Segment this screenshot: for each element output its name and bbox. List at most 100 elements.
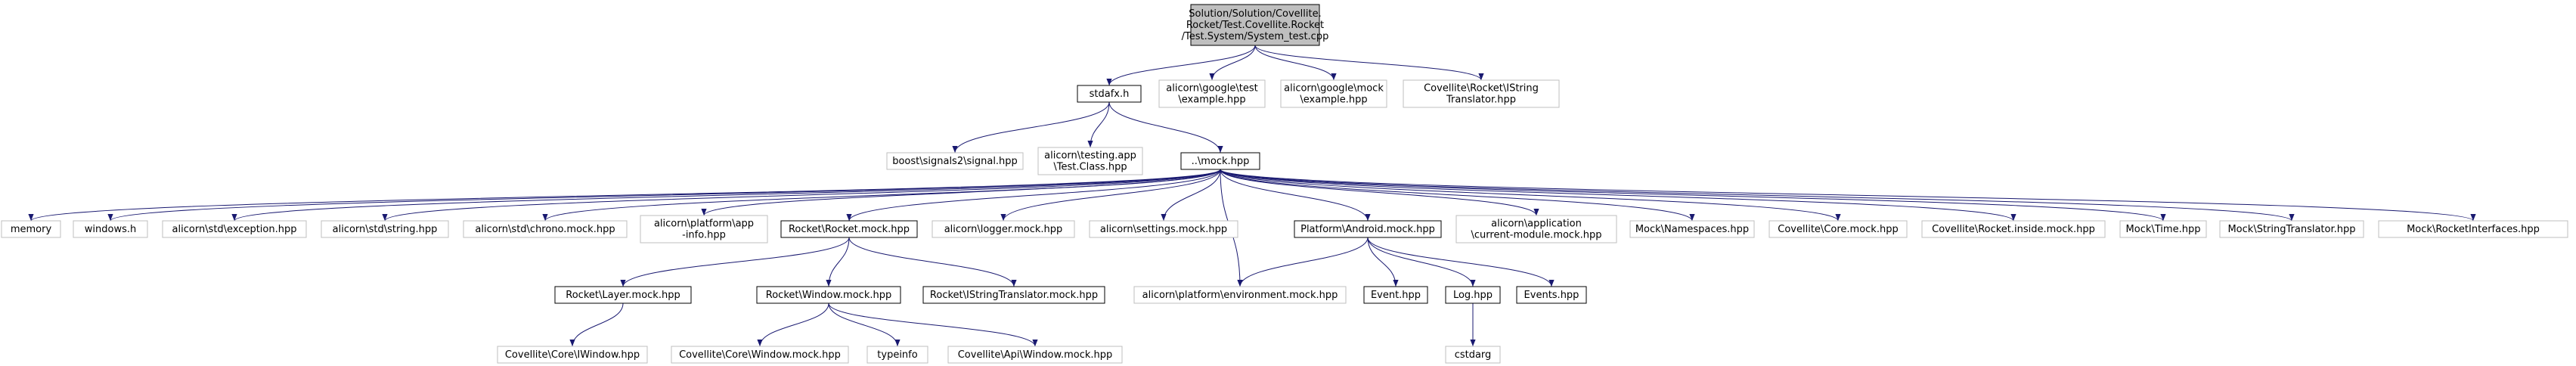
node-rinside[interactable]: Covellite\Rocket.inside.mock.hpp: [1921, 220, 2106, 238]
node-label: Mock\Namespaces.hpp: [1635, 224, 1749, 235]
edge-android-to-event: [1367, 237, 1399, 287]
node-label: \Test.Class.hpp: [1053, 162, 1127, 173]
edge-android-to-events: [1367, 237, 1555, 287]
node-typeinfo[interactable]: typeinfo: [866, 346, 928, 364]
node-box: [886, 152, 1024, 170]
node-label: alicorn\platform\app: [654, 219, 754, 230]
node-box: [1280, 79, 1387, 108]
node-box: [1180, 152, 1260, 170]
node-label: windows.h: [85, 224, 136, 235]
node-coremock[interactable]: Covellite\Core.mock.hpp: [1768, 220, 1908, 238]
node-mockhpp[interactable]: ..\mock.hpp: [1180, 152, 1260, 170]
edge-root-to-g_mock: [1254, 45, 1337, 81]
node-label: Mock\Time.hpp: [2126, 224, 2201, 235]
node-box: [1768, 220, 1908, 238]
node-label: alicorn\testing.app: [1044, 150, 1136, 162]
node-chrono[interactable]: alicorn\std\chrono.mock.hpp: [463, 220, 628, 238]
edge-android-to-log: [1367, 237, 1476, 287]
node-label: \example.hpp: [1178, 95, 1245, 106]
node-android[interactable]: Platform\Android.mock.hpp: [1294, 220, 1442, 238]
node-logger[interactable]: alicorn\logger.mock.hpp: [932, 220, 1075, 238]
node-label: Rocket\IStringTranslator.mock.hpp: [930, 290, 1098, 301]
node-windows[interactable]: windows.h: [73, 220, 148, 238]
edge-stdafx-to-testclass: [1087, 101, 1110, 148]
node-g_mock[interactable]: alicorn\google\mock\example.hpp: [1280, 79, 1387, 108]
node-label: alicorn\logger.mock.hpp: [944, 224, 1063, 235]
node-label: \current-module.mock.hpp: [1471, 230, 1602, 241]
node-namespaces[interactable]: Mock\Namespaces.hpp: [1629, 220, 1755, 238]
node-label: alicorn\std\chrono.mock.hpp: [475, 224, 615, 235]
edge-window-to-corewindow: [757, 302, 829, 347]
node-label: Covellite\Core.mock.hpp: [1778, 224, 1898, 235]
node-box: [1, 220, 61, 238]
node-box: [1077, 85, 1142, 103]
node-settings[interactable]: alicorn\settings.mock.hpp: [1089, 220, 1238, 238]
node-label: alicorn\platform\environment.mock.hpp: [1142, 290, 1338, 301]
edge-root-to-g_test: [1209, 45, 1256, 81]
node-label: Platform\Android.mock.hpp: [1300, 224, 1435, 235]
node-rinterfaces[interactable]: Mock\RocketInterfaces.hpp: [2378, 220, 2568, 238]
node-iwindow[interactable]: Covellite\Core\IWindow.hpp: [497, 346, 648, 364]
node-g_test[interactable]: alicorn\google\test\example.hpp: [1158, 79, 1266, 108]
node-box: [321, 220, 449, 238]
node-label: Covellite\Rocket\IString: [1424, 83, 1539, 95]
node-envmock[interactable]: alicorn\platform\environment.mock.hpp: [1133, 286, 1347, 304]
node-boost[interactable]: boost\signals2\signal.hpp: [886, 152, 1024, 170]
node-box: [866, 346, 928, 364]
node-strtrans[interactable]: Mock\StringTranslator.hpp: [2219, 220, 2364, 238]
edge-rocketmock-to-istrmock: [848, 237, 1017, 287]
edge-window-to-typeinfo: [828, 302, 901, 347]
edge-mockhpp-to-exception: [231, 169, 1221, 222]
edge-root-to-stdafx: [1106, 45, 1256, 86]
node-apiwindow[interactable]: Covellite\Api\Window.mock.hpp: [947, 346, 1123, 364]
node-box: [1516, 286, 1587, 304]
node-time[interactable]: Mock\Time.hpp: [2119, 220, 2207, 238]
node-testclass[interactable]: alicorn\testing.app\Test.Class.hpp: [1037, 147, 1143, 175]
node-corewindow[interactable]: Covellite\Core\Window.mock.hpp: [671, 346, 849, 364]
node-cstdarg[interactable]: cstdarg: [1445, 346, 1501, 364]
node-box: [1921, 220, 2106, 238]
node-label: Translator.hpp: [1446, 95, 1516, 106]
node-appinfo[interactable]: alicorn\platform\app-info.hpp: [640, 215, 768, 243]
node-root[interactable]: Solution/Solution/Covellite.Rocket/Test.…: [1182, 4, 1329, 46]
node-box: [73, 220, 148, 238]
node-label: Rocket\Layer.mock.hpp: [566, 290, 680, 301]
node-events[interactable]: Events.hpp: [1516, 286, 1587, 304]
node-label: Rocket\Rocket.mock.hpp: [789, 224, 910, 235]
node-label: Rocket\Window.mock.hpp: [766, 290, 891, 301]
node-log[interactable]: Log.hpp: [1445, 286, 1501, 304]
node-stdafx[interactable]: stdafx.h: [1077, 85, 1142, 103]
edge-window-to-apiwindow: [828, 302, 1038, 347]
edge-mockhpp-to-string: [382, 169, 1221, 222]
node-string[interactable]: alicorn\std\string.hpp: [321, 220, 449, 238]
edge-stdafx-to-boost: [952, 101, 1110, 154]
edge-root-to-istr: [1254, 45, 1484, 81]
node-label: memory: [11, 224, 52, 235]
node-label: -info.hpp: [682, 230, 726, 241]
node-exception[interactable]: alicorn\std\exception.hpp: [162, 220, 307, 238]
edge-mockhpp-to-memory: [28, 169, 1221, 222]
node-memory[interactable]: memory: [1, 220, 61, 238]
edges-layer: [28, 45, 2476, 347]
node-window[interactable]: Rocket\Window.mock.hpp: [756, 286, 901, 304]
node-istr[interactable]: Covellite\Rocket\IStringTranslator.hpp: [1403, 79, 1560, 108]
node-label: Solution/Solution/Covellite.: [1189, 8, 1321, 20]
node-label: Mock\RocketInterfaces.hpp: [2407, 224, 2540, 235]
node-label: Covellite\Core\Window.mock.hpp: [679, 349, 841, 361]
node-box: [2378, 220, 2568, 238]
node-event[interactable]: Event.hpp: [1363, 286, 1428, 304]
node-box: [922, 286, 1105, 304]
edge-mockhpp-to-namespaces: [1220, 169, 1695, 222]
node-label: /Test.System/System_test.cpp: [1182, 31, 1329, 42]
edge-layer-to-iwindow: [569, 302, 624, 347]
edge-mockhpp-to-windows: [107, 169, 1221, 222]
edge-rocketmock-to-layer: [620, 237, 850, 287]
edge-rocketmock-to-window: [826, 237, 850, 287]
node-label: alicorn\google\mock: [1284, 83, 1384, 95]
edge-mockhpp-to-android: [1220, 169, 1371, 222]
node-rocketmock[interactable]: Rocket\Rocket.mock.hpp: [780, 220, 918, 238]
node-box: [1133, 286, 1347, 304]
node-istrmock[interactable]: Rocket\IStringTranslator.mock.hpp: [922, 286, 1105, 304]
node-curmodule[interactable]: alicorn\application\current-module.mock.…: [1455, 215, 1617, 243]
node-layer[interactable]: Rocket\Layer.mock.hpp: [554, 286, 692, 304]
